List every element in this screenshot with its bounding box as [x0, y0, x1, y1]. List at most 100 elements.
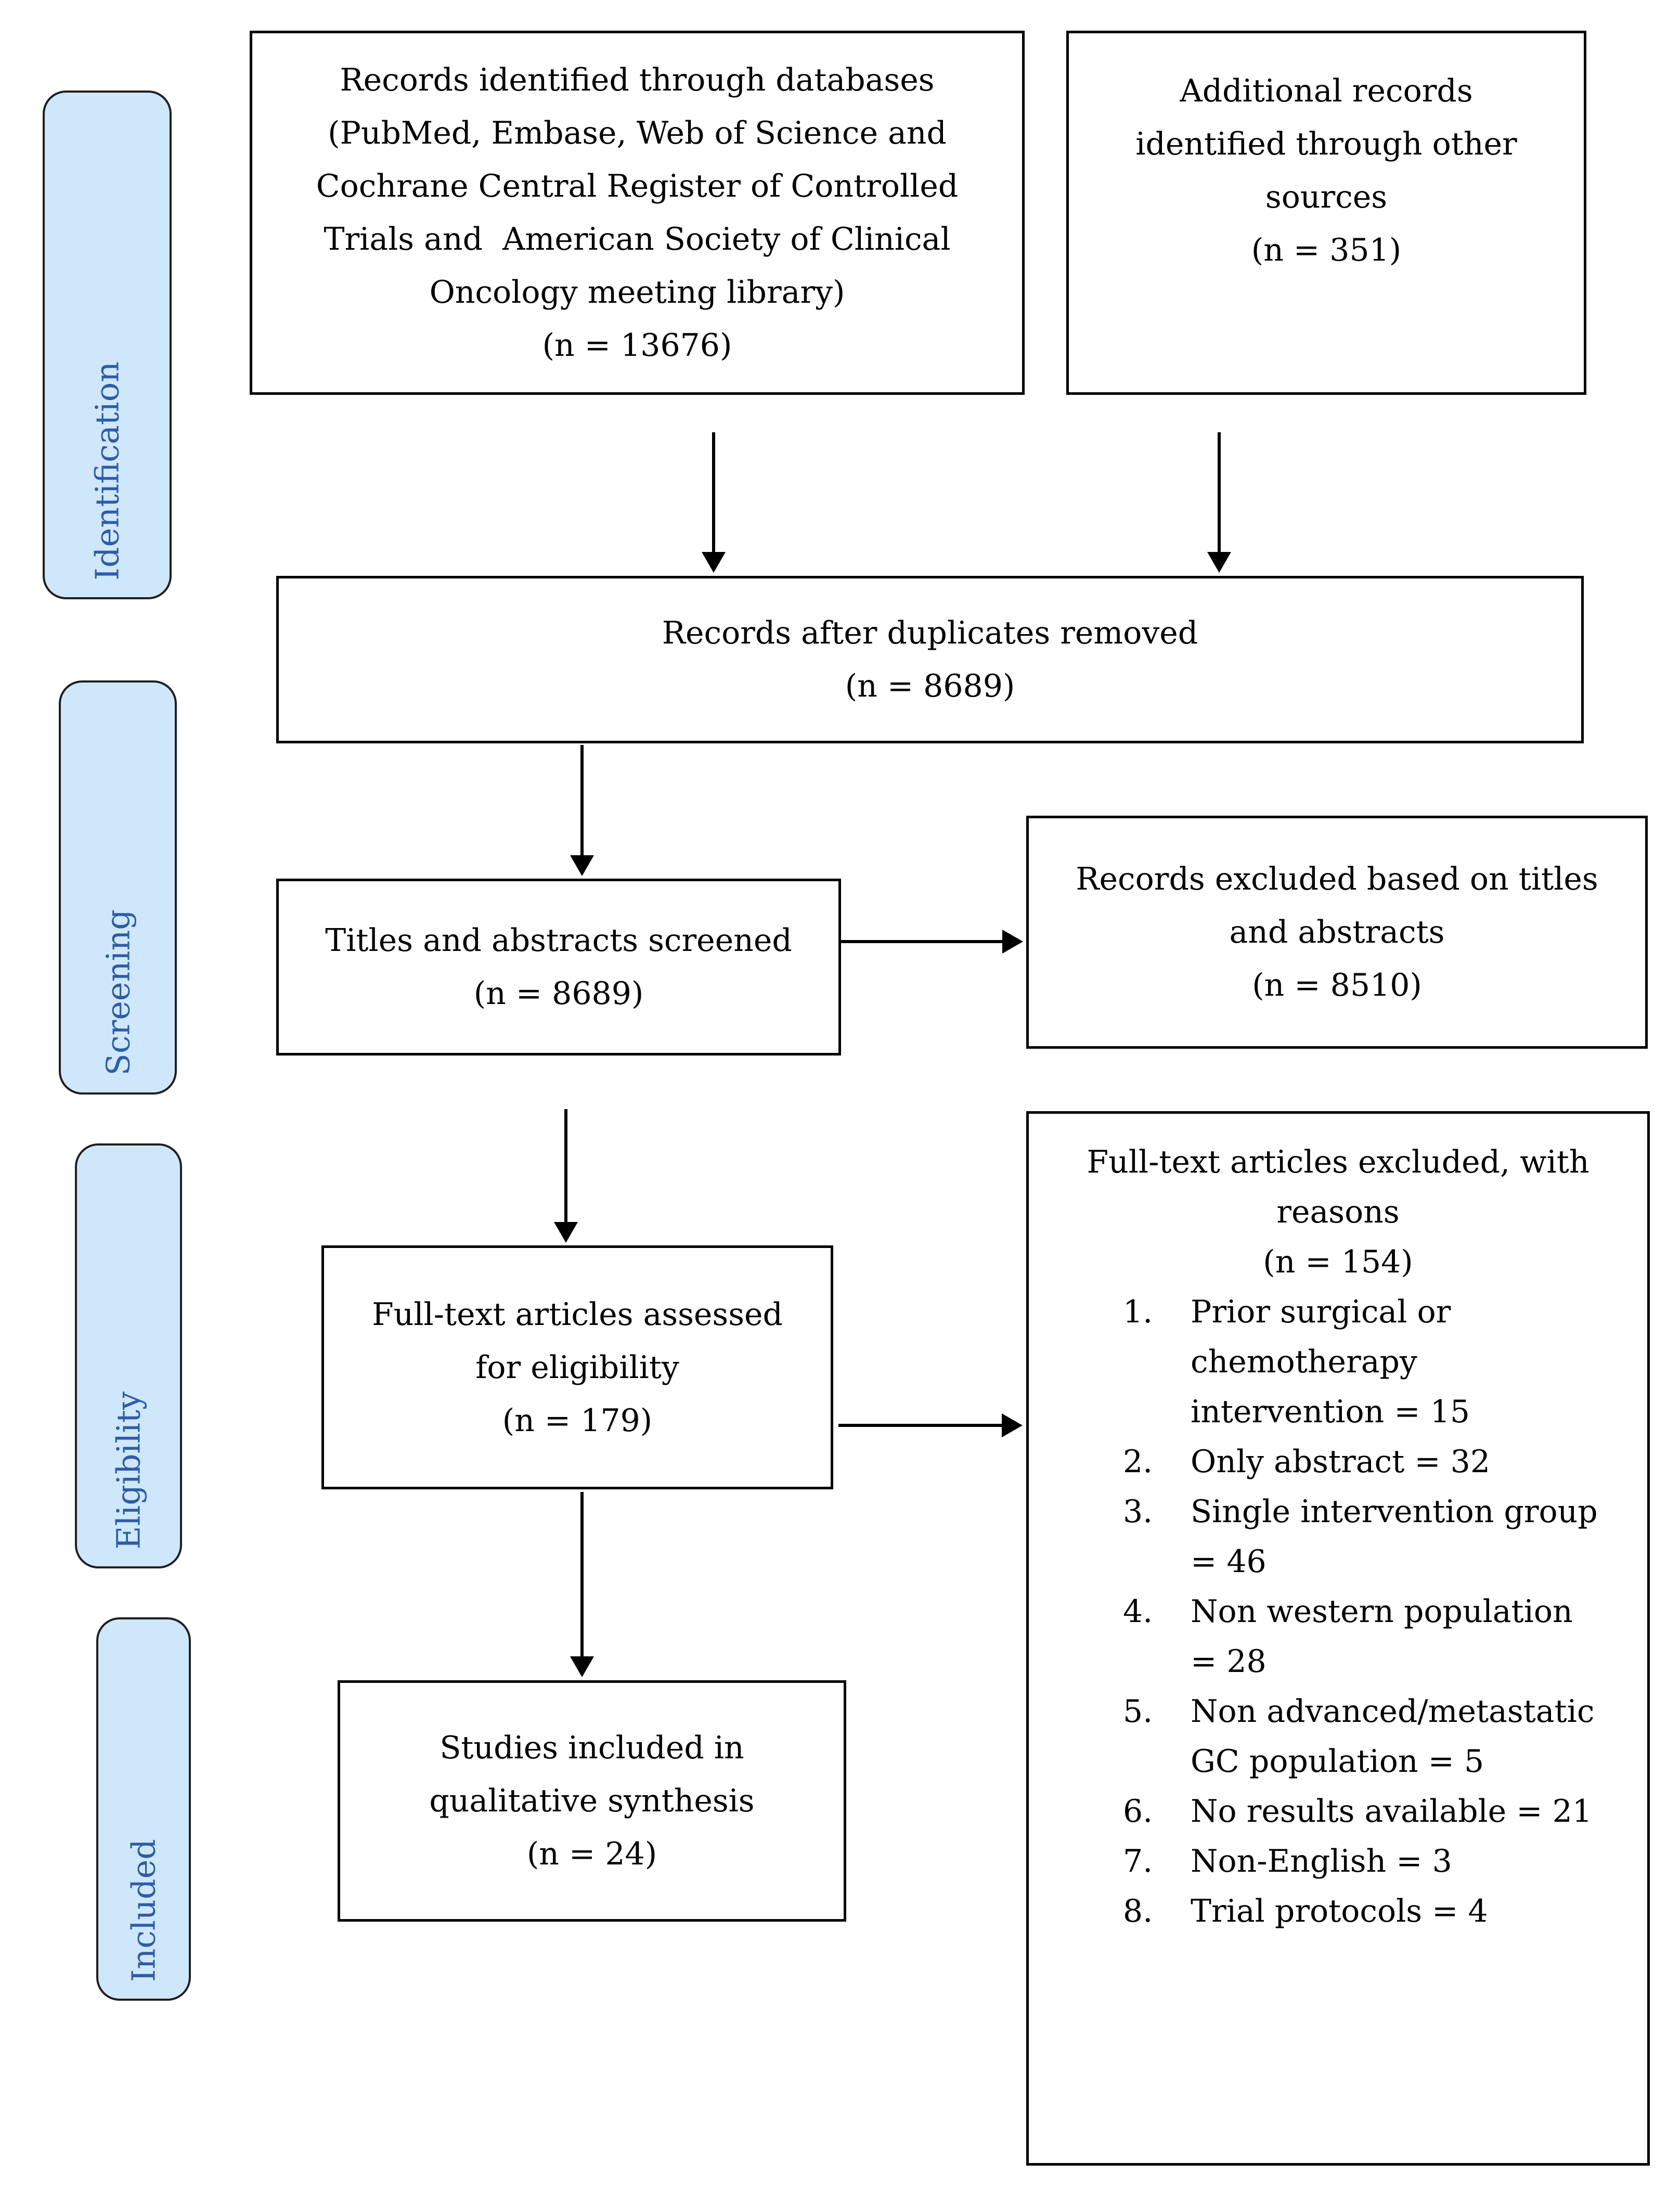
stage-identification-label: Identification	[88, 362, 126, 581]
exclusion-reason-5: 5. Non advanced/metastatic GC population…	[1029, 1687, 1647, 1786]
text-line: (n = 8689)	[473, 975, 644, 1012]
text-line: Records after duplicates removed	[662, 615, 1198, 651]
reason-number: 5.	[1123, 1693, 1153, 1730]
box-records-excluded-titles: Records excluded based on titles and abs…	[1026, 816, 1648, 1049]
text-line: Trials and American Society of Clinical	[324, 221, 951, 258]
exclusion-header: Full-text articles excluded, with reason…	[1029, 1137, 1647, 1287]
text-line: chemotherapy	[1191, 1344, 1417, 1380]
reason-text: Prior surgical or chemotherapy intervent…	[1191, 1287, 1647, 1437]
text-line: Non western population	[1191, 1593, 1573, 1630]
exclusion-reason-6: 6. No results available = 21	[1029, 1786, 1647, 1836]
exclusion-reason-list: 1. Prior surgical or chemotherapy interv…	[1029, 1287, 1647, 1936]
text-line: Full-text articles assessed	[372, 1296, 783, 1333]
reason-number: 1.	[1123, 1294, 1153, 1330]
text-line: (n = 351)	[1251, 232, 1402, 268]
exclusion-reason-8: 8. Trial protocols = 4	[1029, 1886, 1647, 1936]
reason-text: Non advanced/metastatic GC population = …	[1191, 1687, 1647, 1786]
text-line: (n = 8510)	[1252, 967, 1422, 1003]
text-line: (PubMed, Embase, Web of Science and	[328, 115, 947, 151]
exclusion-reason-1: 1. Prior surgical or chemotherapy interv…	[1029, 1287, 1647, 1437]
exclusion-reason-4: 4. Non western population = 28	[1029, 1587, 1647, 1687]
arrow-shaft	[838, 1424, 1004, 1427]
text-line: Additional records	[1180, 73, 1473, 109]
box-records-identified: Records identified through databases (Pu…	[250, 31, 1025, 395]
arrowhead-down-icon	[570, 855, 594, 876]
arrowhead-down-icon	[1207, 552, 1231, 573]
text-line: (n = 24)	[526, 1836, 657, 1872]
stage-eligibility: Eligibility	[75, 1143, 182, 1568]
arrowhead-right-icon	[1002, 1413, 1023, 1437]
reason-text: Single intervention group = 46	[1191, 1487, 1647, 1587]
stage-eligibility-label: Eligibility	[109, 1392, 148, 1550]
reason-number: 4.	[1123, 1593, 1153, 1630]
exclusion-reason-2: 2. Only abstract = 32	[1029, 1437, 1647, 1487]
box-studies-included: Studies included in qualitative synthesi…	[338, 1680, 846, 1922]
text-line: Only abstract = 32	[1191, 1444, 1491, 1480]
arrow-shaft	[841, 940, 1004, 943]
text-line: Non-English = 3	[1191, 1843, 1452, 1880]
arrow-shaft	[1218, 432, 1221, 554]
box-additional-records: Additional records identified through ot…	[1066, 31, 1586, 395]
text-line: identified through other	[1135, 126, 1517, 162]
reason-text: No results available = 21	[1191, 1786, 1647, 1836]
text-line: Cochrane Central Register of Controlled	[316, 168, 959, 204]
text-line: qualitative synthesis	[429, 1783, 755, 1819]
text-line: GC population = 5	[1191, 1743, 1484, 1780]
text-line: = 28	[1191, 1643, 1267, 1680]
text-line: intervention = 15	[1191, 1394, 1470, 1430]
text-line: Non advanced/metastatic	[1191, 1693, 1595, 1730]
box-titles-screened: Titles and abstracts screened (n = 8689)	[276, 879, 841, 1056]
stage-screening-label: Screening	[99, 909, 137, 1076]
text-line: for eligibility	[475, 1349, 679, 1386]
box-after-duplicates: Records after duplicates removed (n = 86…	[276, 576, 1584, 743]
arrow-screened-to-fulltext	[554, 1109, 578, 1243]
reason-text: Non western population = 28	[1191, 1587, 1647, 1687]
text-line: (n = 13676)	[542, 327, 732, 364]
text-line: (n = 8689)	[845, 668, 1015, 704]
text-line: Records identified through databases	[340, 62, 935, 98]
text-line: Prior surgical or	[1191, 1294, 1451, 1330]
arrow-shaft	[712, 432, 715, 554]
text-line: reasons	[1276, 1194, 1400, 1230]
text-line: Single intervention group	[1191, 1494, 1598, 1530]
text-line: No results available = 21	[1191, 1793, 1592, 1830]
stage-identification: Identification	[43, 91, 172, 599]
text-line: Studies included in	[440, 1730, 744, 1766]
arrow-fulltext-to-included	[570, 1492, 594, 1677]
box-fulltext-excluded: Full-text articles excluded, with reason…	[1026, 1111, 1650, 2166]
reason-text: Non-English = 3	[1191, 1836, 1647, 1886]
arrowhead-right-icon	[1002, 930, 1023, 954]
stage-screening: Screening	[59, 680, 177, 1095]
arrowhead-down-icon	[554, 1222, 578, 1243]
exclusion-reason-3: 3. Single intervention group = 46	[1029, 1487, 1647, 1587]
text-line: Trial protocols = 4	[1191, 1893, 1488, 1929]
arrow-other-sources-to-duplicates	[1207, 432, 1231, 573]
reason-number: 8.	[1123, 1893, 1153, 1929]
reason-number: 3.	[1123, 1494, 1153, 1530]
text-line: and abstracts	[1229, 914, 1445, 950]
arrow-databases-to-duplicates	[702, 432, 726, 573]
reason-text: Trial protocols = 4	[1191, 1886, 1647, 1936]
arrow-fulltext-to-excluded	[838, 1413, 1023, 1437]
text-line: (n = 179)	[502, 1402, 653, 1439]
arrow-screened-to-excluded	[841, 930, 1023, 954]
text-line: = 46	[1191, 1543, 1267, 1580]
reason-number: 7.	[1123, 1843, 1153, 1880]
text-line: Titles and abstracts screened	[325, 922, 792, 959]
arrowhead-down-icon	[570, 1656, 594, 1677]
arrow-shaft	[580, 1492, 584, 1658]
reason-text: Only abstract = 32	[1191, 1437, 1647, 1487]
text-line: (n = 154)	[1263, 1244, 1413, 1280]
arrowhead-down-icon	[702, 552, 726, 573]
reason-number: 2.	[1123, 1444, 1153, 1480]
reason-number: 6.	[1123, 1793, 1153, 1830]
text-line: sources	[1265, 179, 1388, 215]
exclusion-reason-7: 7. Non-English = 3	[1029, 1836, 1647, 1886]
arrow-duplicates-to-screened	[570, 745, 594, 876]
arrow-shaft	[564, 1109, 567, 1224]
stage-included-label: Included	[124, 1839, 163, 1982]
text-line: Records excluded based on titles	[1076, 861, 1598, 897]
text-line: Full-text articles excluded, with	[1087, 1144, 1589, 1180]
arrow-shaft	[580, 745, 584, 857]
